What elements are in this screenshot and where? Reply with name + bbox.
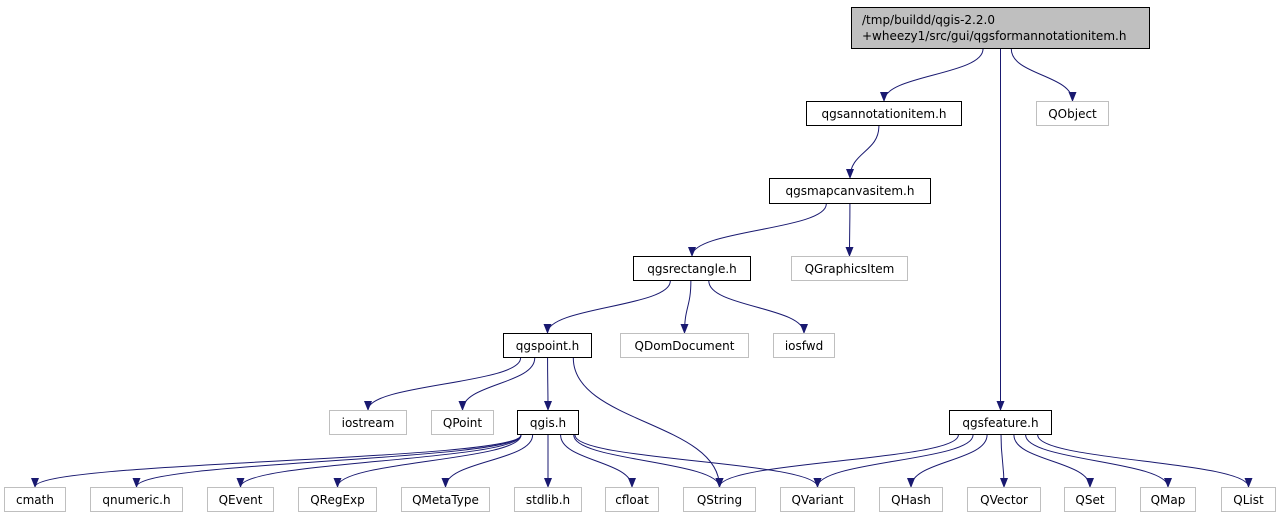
qregexp-node[interactable]: QRegExp	[298, 487, 377, 512]
qvector-node[interactable]: QVector	[967, 487, 1041, 512]
root-file-path-line2: +wheezy1/src/gui/qgsformannotationitem.h	[862, 29, 1127, 43]
edge-qgsfeature-to-qset	[1013, 434, 1094, 488]
edge-qgis-to-qregexp	[333, 434, 522, 488]
qobject-node[interactable]: QObject	[1036, 101, 1109, 126]
edge-qgsrectangle-to-qgspoint	[543, 280, 671, 334]
cmath-node[interactable]: cmath	[4, 487, 66, 512]
qmetatype-node[interactable]: QMetaType	[401, 487, 490, 512]
edge-qgis-to-cmath	[31, 434, 522, 488]
edge-root-to-qobject	[1010, 48, 1077, 102]
edge-qgis-to-cfloat	[560, 434, 636, 488]
edge-qgspoint-to-iostream	[364, 357, 522, 411]
edge-qgis-to-qevent	[236, 434, 522, 488]
edge-qgspoint-to-qstring	[572, 357, 724, 488]
edge-qgsfeature-to-qvector	[999, 434, 1008, 488]
qgsrectangle-node[interactable]: qgsrectangle.h	[633, 256, 751, 281]
edge-qgsfeature-to-qhash	[907, 434, 988, 488]
edge-qgsannotationitem-to-qgsmapcanvasitem	[846, 125, 880, 179]
edge-qgis-to-qvariant	[574, 434, 822, 488]
edge-qgsfeature-to-qvariant	[813, 434, 974, 488]
edge-qgis-to-qmetatype	[441, 434, 534, 488]
edge-qgsfeature-to-qmap	[1025, 434, 1172, 488]
edge-qgis-to-qnumeric	[132, 434, 522, 488]
edge-qgis-to-qstring	[573, 434, 724, 488]
qhash-node[interactable]: QHash	[879, 487, 943, 512]
qmap-node[interactable]: QMap	[1140, 487, 1196, 512]
edge-qgsrectangle-to-iosfwd	[708, 280, 808, 334]
iosfwd-node[interactable]: iosfwd	[773, 333, 835, 358]
qgsmapcanvasitem-node[interactable]: qgsmapcanvasitem.h	[769, 178, 931, 204]
edge-qgsrectangle-to-qdomdocument	[680, 280, 692, 334]
qgspoint-node[interactable]: qgspoint.h	[503, 333, 592, 358]
qgsannotationitem-node[interactable]: qgsannotationitem.h	[806, 101, 962, 126]
edge-qgsfeature-to-qlist	[1037, 434, 1253, 488]
qpoint-node[interactable]: QPoint	[431, 410, 494, 435]
qgis-node[interactable]: qgis.h	[517, 410, 579, 435]
qvariant-node[interactable]: QVariant	[780, 487, 855, 512]
qgsfeature-node[interactable]: qgsfeature.h	[949, 410, 1052, 435]
root-file-node[interactable]: /tmp/buildd/qgis-2.2.0 +wheezy1/src/gui/…	[851, 7, 1150, 49]
edge-qgsfeature-to-qstring	[715, 434, 959, 488]
edge-layer	[31, 48, 1253, 488]
qnumeric-node[interactable]: qnumeric.h	[90, 487, 183, 512]
qset-node[interactable]: QSet	[1064, 487, 1116, 512]
qdomdocument-node[interactable]: QDomDocument	[620, 333, 749, 358]
edge-qgsmapcanvasitem-to-qgsrectangle	[688, 203, 827, 257]
root-file-path-line1: /tmp/buildd/qgis-2.2.0	[862, 13, 995, 27]
qevent-node[interactable]: QEvent	[207, 487, 274, 512]
stdlib-node[interactable]: stdlib.h	[514, 487, 582, 512]
qstring-node[interactable]: QString	[683, 487, 756, 512]
qgraphicsitem-node[interactable]: QGraphicsItem	[791, 256, 908, 281]
edge-root-to-qgsannotationitem	[880, 48, 984, 102]
cfloat-node[interactable]: cfloat	[605, 487, 659, 512]
qlist-node[interactable]: QList	[1221, 487, 1276, 512]
edge-qgspoint-to-qpoint	[458, 357, 536, 411]
iostream-node[interactable]: iostream	[329, 410, 407, 435]
